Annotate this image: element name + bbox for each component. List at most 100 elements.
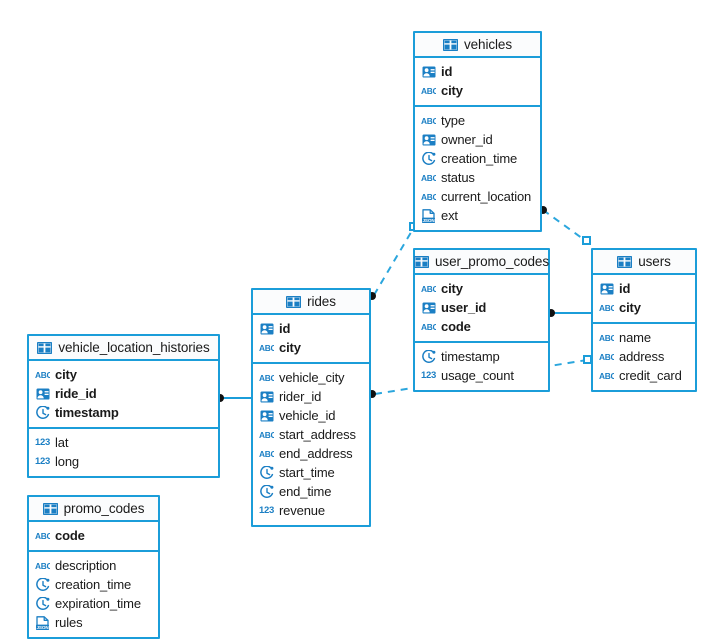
abc-text-icon: ABC [35,367,50,382]
field-name: vehicle_city [279,370,345,385]
field-name: city [441,83,463,98]
table-header-promo_codes[interactable]: promo_codes [29,497,158,522]
field-row[interactable]: creation_time [29,575,158,594]
field-row[interactable]: vehicle_id [253,406,369,425]
svg-text:ABC: ABC [421,86,436,96]
svg-text:ABC: ABC [421,116,436,126]
table-header-vehicle_location_histories[interactable]: vehicle_location_histories [29,336,218,361]
field-row[interactable]: rider_id [253,387,369,406]
table-title: vehicles [464,37,512,52]
field-name: credit_card [619,368,682,383]
svg-text:ABC: ABC [599,303,614,313]
svg-text:ABC: ABC [599,333,614,343]
field-name: vehicle_id [279,408,336,423]
field-name: id [619,281,631,296]
id-badge-icon [259,321,274,336]
field-name: id [441,64,453,79]
abc-text-icon: ABC [599,368,614,383]
field-row[interactable]: ABC type [415,111,540,130]
abc-text-icon: ABC [599,330,614,345]
abc-text-icon: ABC [421,189,436,204]
table-title: user_promo_codes [435,254,549,269]
table-grid-icon [42,501,58,516]
field-name: current_location [441,189,532,204]
table-header-vehicles[interactable]: vehicles [415,33,540,58]
table-grid-icon [617,254,633,269]
id-badge-icon [599,281,614,296]
field-name: start_time [279,465,335,480]
field-name: lat [55,435,69,450]
field-row[interactable]: id [593,279,695,298]
field-row[interactable]: ABC current_location [415,187,540,206]
relationship-many-marker-vlh-right [216,394,224,402]
table-title: users [638,254,671,269]
relationship-many-marker-vehicles-right [539,206,547,214]
field-row[interactable]: ride_id [29,384,218,403]
svg-text:JSON: JSON [422,218,435,223]
field-name: description [55,558,117,573]
field-row[interactable]: user_id [415,298,548,317]
field-row[interactable]: ABC credit_card [593,366,695,385]
id-badge-icon [421,64,436,79]
field-row[interactable]: end_time [253,482,369,501]
field-row[interactable]: owner_id [415,130,540,149]
field-name: type [441,113,465,128]
table-header-rides[interactable]: rides [253,290,369,315]
field-row[interactable]: timestamp [415,347,548,366]
relationship-many-marker-rides-top [368,292,376,300]
field-row[interactable]: id [415,62,540,81]
field-row[interactable]: start_time [253,463,369,482]
table-title: promo_codes [63,501,145,516]
field-row[interactable]: creation_time [415,149,540,168]
table-grid-icon [286,294,302,309]
clock-icon [421,349,436,364]
abc-text-icon: ABC [259,427,274,442]
svg-text:ABC: ABC [259,430,274,440]
field-row[interactable]: ABC city [415,81,540,100]
field-name: owner_id [441,132,493,147]
clock-icon [35,596,50,611]
field-row[interactable]: expiration_time [29,594,158,613]
table-header-user_promo_codes[interactable]: user_promo_codes [414,250,549,275]
field-name: timestamp [55,405,119,420]
field-name: address [619,349,665,364]
table-grid-icon [37,340,53,355]
table-header-users[interactable]: users [593,250,695,275]
field-row[interactable]: id [253,319,369,338]
field-row[interactable]: timestamp [29,403,218,422]
field-row[interactable]: ABC address [593,347,695,366]
abc-text-icon: ABC [599,349,614,364]
field-name: rules [55,615,83,630]
abc-text-icon: ABC [259,340,274,355]
